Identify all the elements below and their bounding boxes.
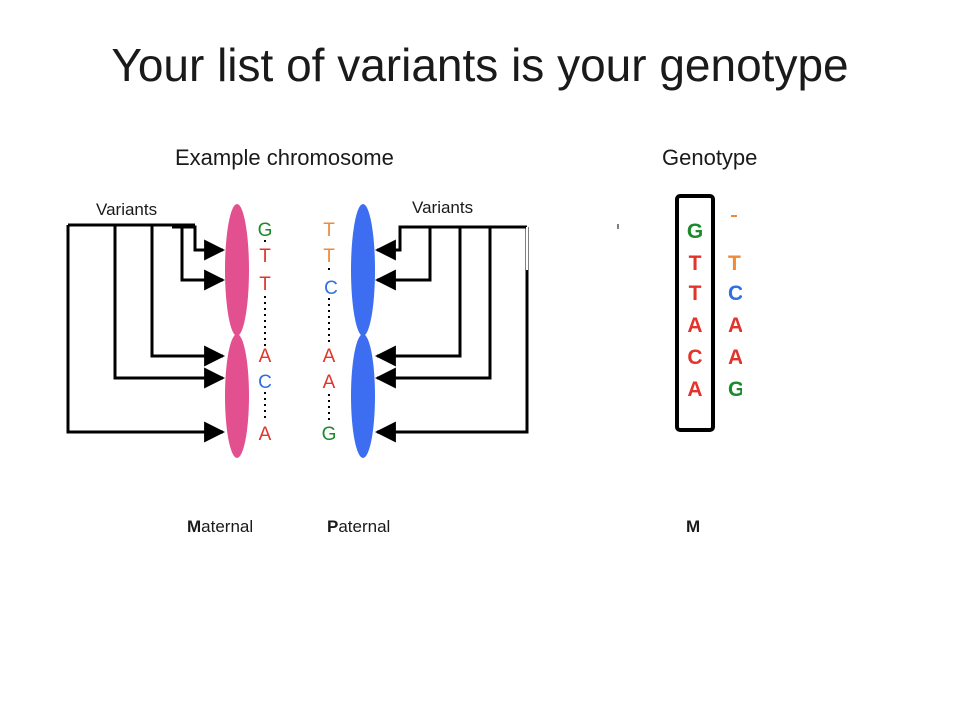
paternal-allele-5: A (323, 372, 336, 393)
genotype-maternal-allele-6: A (687, 378, 702, 401)
genotype-column-label: M (686, 517, 701, 536)
genotype-maternal-allele-4: A (687, 314, 702, 337)
arrow-maternal-2 (66, 225, 226, 443)
paternal-variant-arrows (374, 225, 529, 443)
genotype-paternal-allele-2: C (728, 282, 743, 305)
genotype-maternal-allele-5: C (687, 346, 702, 369)
paternal-allele-3: C (324, 278, 338, 299)
maternal-variant-arrows (66, 223, 226, 443)
arrow-maternal-5 (180, 225, 226, 291)
genotype-maternal-allele-3: T (689, 282, 702, 305)
genotype-paternal-allele-4: A (728, 346, 743, 369)
paternal-allele-1: T (323, 220, 335, 241)
maternal-allele-4: A (259, 346, 272, 367)
paternal-allele-4: A (323, 346, 336, 367)
arrow-paternal-2 (374, 227, 432, 291)
arrow-maternal-3 (113, 225, 226, 389)
maternal-initial: M (187, 517, 202, 536)
arrow-paternal-5 (374, 227, 529, 443)
genotype-heading: Genotype (662, 145, 758, 170)
genotype-crop-mask (742, 190, 822, 410)
paternal-initial: P (327, 517, 339, 536)
arrow-paternal-4 (374, 227, 492, 389)
genotype-paternal-allele-5: G (728, 378, 744, 401)
variants-label-left: Variants (96, 200, 158, 219)
maternal-allele-3: T (259, 274, 271, 295)
paternal-allele-2: T (323, 246, 335, 267)
maternal-label: Maternal (187, 517, 253, 537)
genotype-maternal-box (675, 194, 715, 432)
arrow-maternal-4 (150, 225, 226, 367)
maternal-allele-5: C (258, 372, 272, 393)
arrow-paternal-1 (374, 225, 410, 261)
maternal-chromosome-upper (225, 204, 249, 336)
arrow-paternal-3 (374, 227, 462, 367)
genotype-maternal-allele-2: T (689, 252, 702, 275)
genotype-paternal-allele-1: T (728, 252, 741, 275)
chromosome-heading: Example chromosome (175, 145, 394, 170)
paternal-label: Paternal (327, 517, 390, 537)
paternal-allele-6: G (322, 424, 337, 445)
page-title: Your list of variants is your genotype (111, 39, 849, 91)
maternal-chromosome-lower (225, 334, 249, 458)
maternal-allele-1: G (258, 220, 273, 241)
variants-label-right: Variants (412, 198, 474, 217)
maternal-allele-6: A (259, 424, 272, 445)
arrow-maternal-1 (172, 225, 226, 261)
genotype-paternal-allele-3: A (728, 314, 743, 337)
paternal-chromosome-lower (351, 334, 375, 458)
maternal-rest: aternal (201, 517, 254, 536)
maternal-allele-2: T (259, 246, 271, 267)
genotype-maternal-allele-1: G (687, 220, 703, 243)
paternal-rest: aternal (338, 517, 391, 536)
paternal-chromosome-upper (351, 204, 375, 336)
